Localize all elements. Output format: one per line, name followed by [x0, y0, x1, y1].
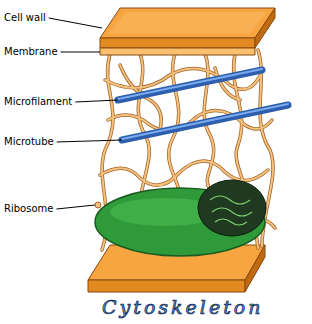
part-label: Cell wall: [4, 12, 46, 24]
top-plate: [100, 8, 275, 55]
part-label: Microtube: [4, 136, 54, 148]
microfilament-mesh: [100, 50, 275, 250]
microtubule-rods: [118, 69, 288, 140]
part-label: Microfilament: [4, 96, 72, 108]
leader-lines: [49, 18, 122, 209]
organelles: [95, 180, 266, 256]
part-label: Membrane: [4, 46, 58, 58]
part-label: Ribosome: [4, 203, 53, 215]
diagram-title: Cytoskeleton: [102, 296, 264, 318]
